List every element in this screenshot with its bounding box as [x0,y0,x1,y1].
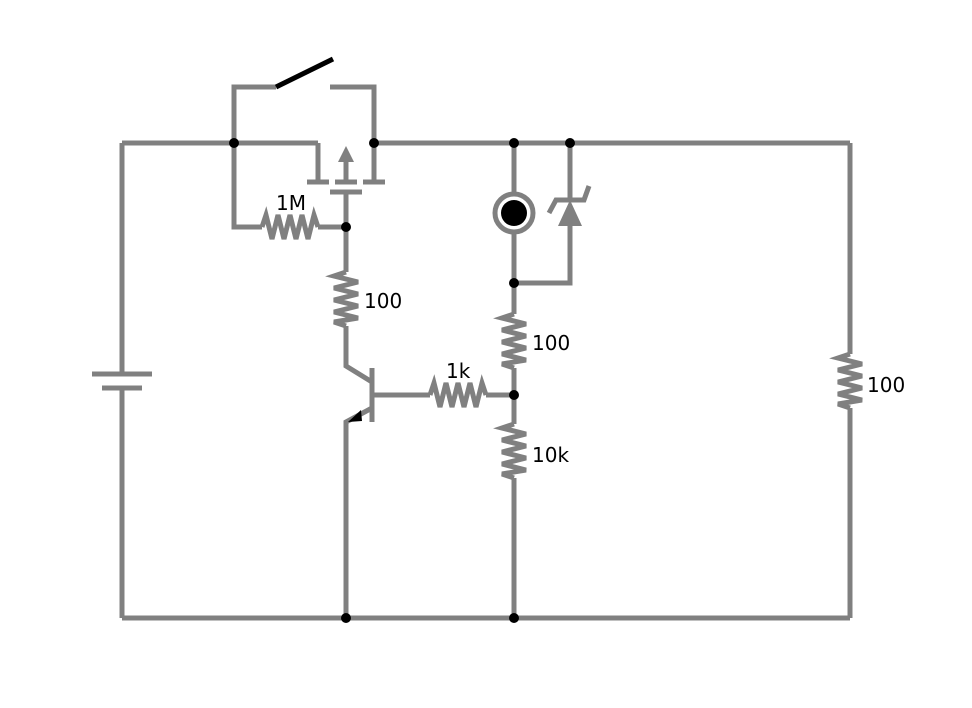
label-r-drain: 100 [364,289,402,313]
junctions [229,138,575,623]
led [492,191,536,235]
label-r-led: 100 [532,331,570,355]
resistor-100-b [493,311,527,371]
wire-switch-left [231,84,276,143]
label-r-base: 1k [446,359,471,383]
resistor-1M [259,206,321,240]
label-r-load: 100 [867,373,905,397]
transistor-emitter-arrow [348,410,362,422]
zener-diode [546,185,592,226]
junction-dot [509,613,519,623]
junction-dot [341,222,351,232]
wire-collector [343,326,374,385]
junction-dot [229,138,239,148]
wires [119,84,853,621]
resistor-1k [427,374,489,408]
battery [92,371,152,391]
p-channel-mosfet [307,143,385,195]
junction-dot [509,390,519,400]
switch [274,56,335,90]
label-r-gate: 1M [276,191,306,215]
junction-dot [369,138,379,148]
resistor-10k [493,421,527,481]
wire-switch-right [330,84,377,143]
wire-zener-bottom [514,226,573,286]
resistor-100-load [829,351,863,411]
mosfet-arrow [338,146,354,162]
junction-dot [509,278,519,288]
junction-dot [565,138,575,148]
junction-dot [509,138,519,148]
wire-emitter [343,405,374,618]
resistor-100-a [325,269,359,329]
junction-dot [341,613,351,623]
npn-transistor [348,368,375,422]
wire-gate-left [231,143,262,230]
label-r-divider: 10k [532,443,569,467]
